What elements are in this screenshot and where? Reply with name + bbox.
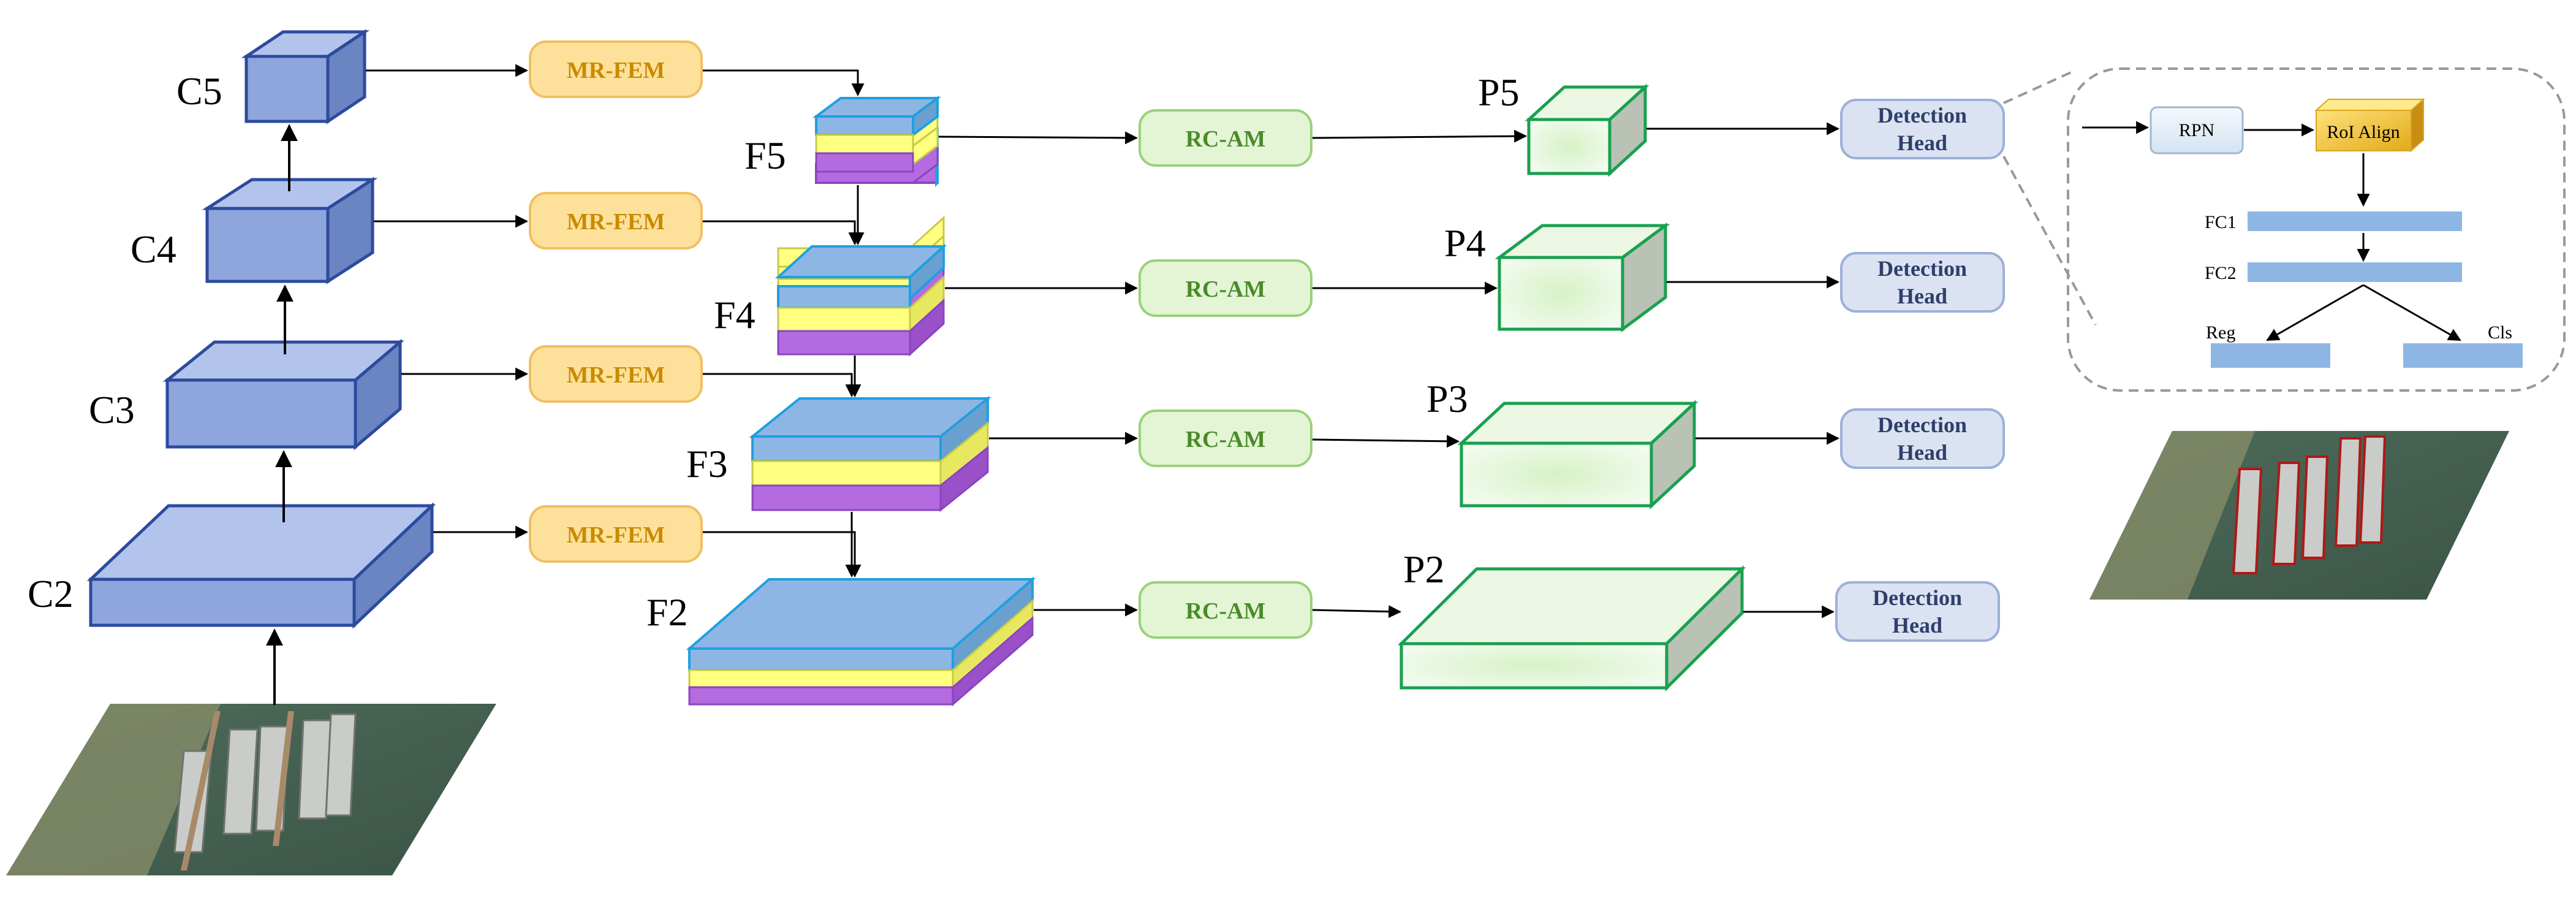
cls-label: Cls	[2488, 322, 2512, 343]
roi-align-block: RoI Align	[2314, 97, 2425, 153]
backbone-c4-block	[202, 177, 378, 284]
p-to-head-arrows	[1646, 122, 1840, 619]
detection-head-line1: Detection	[1873, 585, 1962, 610]
detection-head-line1: Detection	[1877, 103, 1967, 128]
detection-head-line1: Detection	[1877, 413, 1967, 437]
label-c4: C4	[131, 227, 176, 271]
detection-head-line2: Head	[1897, 131, 1947, 155]
fc1-label: FC1	[2205, 212, 2237, 232]
mrfem-label: MR-FEM	[567, 522, 665, 548]
cls-bar	[2403, 343, 2523, 368]
head-detail-callout	[2002, 67, 2566, 392]
rcam-block-4: RC-AM	[1138, 259, 1313, 317]
detection-head-5: Detection Head	[1840, 99, 2005, 159]
roi-align-label: RoI Align	[2327, 122, 2400, 142]
label-p4: P4	[1444, 221, 1486, 265]
rpn-label: RPN	[2179, 120, 2214, 140]
output-aerial-image	[2089, 431, 2509, 600]
label-f5: F5	[744, 134, 786, 177]
reg-label: Reg	[2206, 322, 2235, 343]
mrfem-block-4: MR-FEM	[529, 192, 703, 250]
rcam-block-5: RC-AM	[1138, 109, 1313, 167]
label-p2: P2	[1403, 547, 1445, 591]
head-detail-panel: RPN RoI Align FC1 FC2 Reg Cls	[2082, 97, 2523, 368]
fpn-f2-layers	[686, 576, 1036, 707]
output-p5-block	[1525, 83, 1650, 177]
rpn-block	[2150, 106, 2244, 154]
rcam-label: RC-AM	[1186, 427, 1266, 452]
detection-head-line1: Detection	[1877, 256, 1967, 281]
output-p4-block	[1494, 223, 1670, 332]
label-f2: F2	[646, 590, 688, 634]
c-to-mrfem-arrows	[366, 64, 529, 539]
label-p3: P3	[1426, 377, 1468, 421]
output-p2-block	[1397, 565, 1746, 692]
fpn-f4-layers	[775, 215, 947, 357]
detection-head-line2: Head	[1897, 440, 1947, 465]
backbone-c2-block	[86, 502, 436, 629]
reg-bar	[2211, 343, 2330, 368]
mrfem-block-3: MR-FEM	[529, 345, 703, 403]
mrfem-block-5: MR-FEM	[529, 40, 703, 98]
rcam-label: RC-AM	[1186, 598, 1266, 624]
rcam-block-3: RC-AM	[1138, 410, 1313, 467]
fc2-label: FC2	[2205, 263, 2237, 283]
fpn-to-rcam-arrows	[938, 131, 1138, 617]
rcam-label: RC-AM	[1186, 276, 1266, 302]
detection-head-line2: Head	[1892, 613, 1942, 638]
fc1-bar	[2248, 211, 2462, 231]
label-c3: C3	[89, 388, 135, 432]
fc2-bar	[2248, 262, 2462, 282]
rcam-to-p-arrows	[1312, 129, 1528, 619]
backbone-c5-block	[241, 29, 370, 124]
mrfem-to-fpn-arrows	[703, 69, 865, 578]
label-f3: F3	[686, 442, 728, 486]
mrfem-block-2: MR-FEM	[529, 505, 703, 563]
mrfem-label: MR-FEM	[567, 58, 665, 83]
fpn-f5-layers	[813, 96, 941, 184]
mrfem-label: MR-FEM	[567, 362, 665, 388]
backbone-c3-block	[162, 338, 404, 451]
detection-head-4: Detection Head	[1840, 252, 2005, 313]
label-c2: C2	[28, 572, 74, 615]
label-p5: P5	[1478, 70, 1520, 114]
label-f4: F4	[714, 293, 756, 337]
rcam-block-2: RC-AM	[1138, 581, 1313, 639]
detection-head-2: Detection Head	[1835, 581, 2000, 642]
mrfem-label: MR-FEM	[567, 209, 665, 235]
detection-head-line2: Head	[1897, 284, 1947, 308]
detection-head-3: Detection Head	[1840, 408, 2005, 469]
rcam-label: RC-AM	[1186, 126, 1266, 152]
backbone-arrows	[266, 124, 298, 705]
input-aerial-image	[6, 704, 496, 875]
label-c5: C5	[176, 69, 222, 113]
output-p3-block	[1457, 400, 1699, 509]
fpn-f3-layers	[749, 395, 991, 512]
